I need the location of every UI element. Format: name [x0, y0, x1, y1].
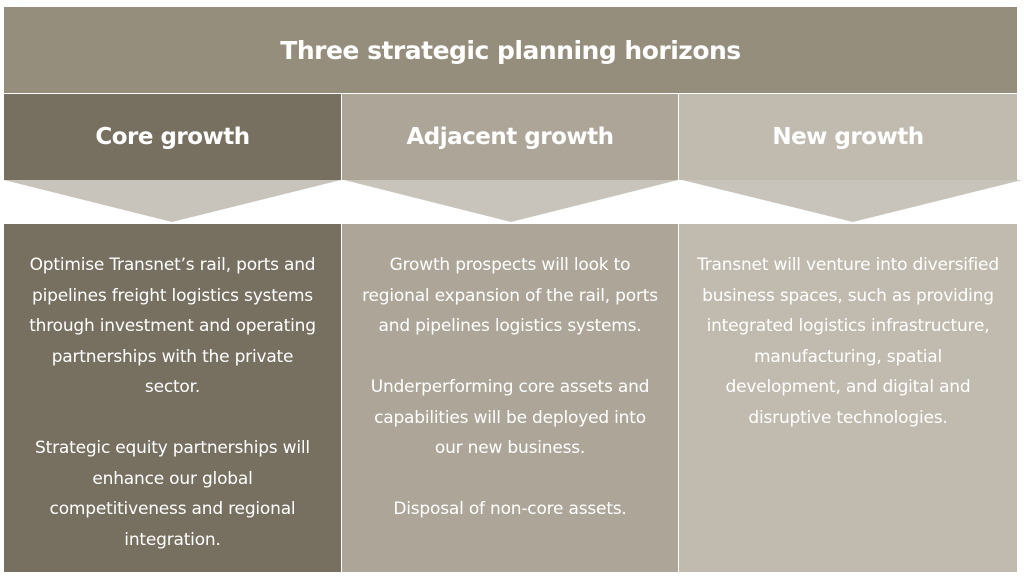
arrow-core	[4, 180, 341, 222]
paragraph: Strategic equity partnerships will enhan…	[35, 438, 310, 550]
paragraph: Disposal of non-core assets.	[393, 499, 627, 519]
paragraph: Underperforming core assets and capabili…	[370, 377, 650, 458]
paragraph: Transnet will venture into diversified b…	[697, 255, 999, 428]
body-new-growth: Transnet will venture into diversified b…	[679, 224, 1017, 572]
header-core-growth: Core growth	[4, 94, 341, 180]
arrow-new	[682, 180, 1022, 222]
header-adjacent-growth: Adjacent growth	[342, 94, 678, 180]
arrows	[4, 180, 1022, 222]
paragraph: Optimise Transnet’s rail, ports and pipe…	[29, 255, 316, 397]
arrow-adjacent	[344, 180, 678, 222]
body-core-growth: Optimise Transnet’s rail, ports and pipe…	[4, 224, 341, 572]
paragraph: Growth prospects will look to regional e…	[362, 255, 658, 336]
body-adjacent-growth: Growth prospects will look to regional e…	[342, 224, 678, 572]
header-new-growth: New growth	[679, 94, 1017, 180]
diagram-title: Three strategic planning horizons	[4, 7, 1017, 93]
